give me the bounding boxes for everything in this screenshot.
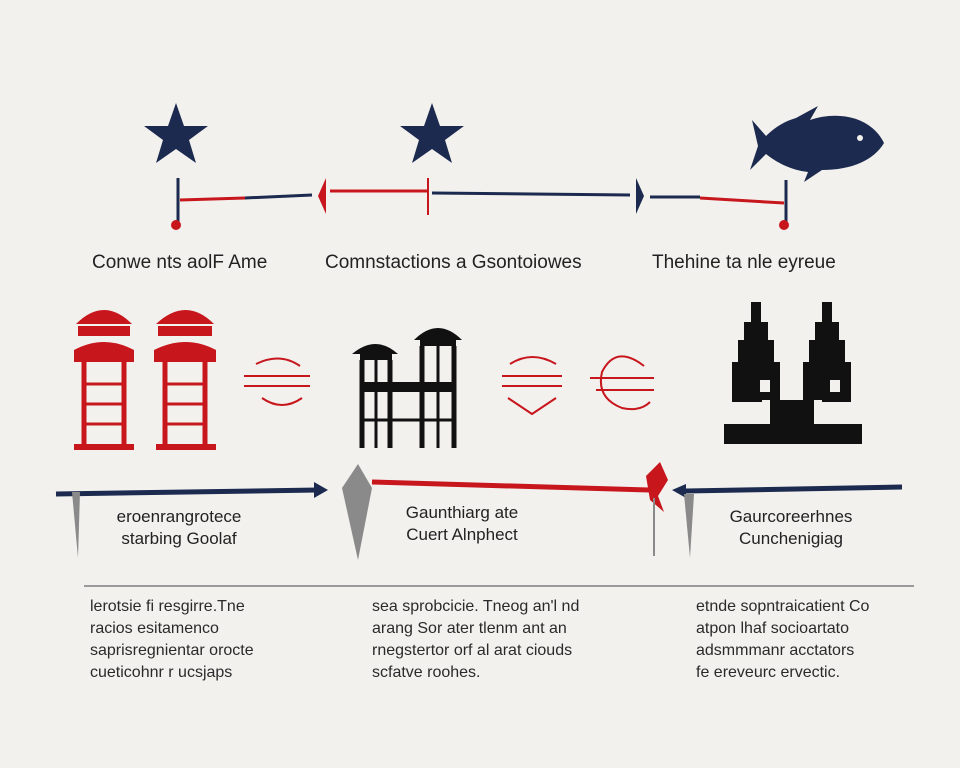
equals-swirl-icon — [244, 357, 310, 406]
star-icon — [400, 103, 464, 163]
text-column-right: etnde sopntraicatient Co atpon lhaf soci… — [696, 596, 869, 684]
heading-right: Thehine ta nle eyreue — [652, 252, 836, 273]
pagoda-tower-icon — [74, 310, 134, 450]
pagoda-tower-icon — [154, 310, 216, 450]
text-line: atpon lhaf socioartato — [696, 620, 849, 637]
text-line: fe ereveurc ervectic. — [696, 664, 841, 681]
text-line: adsmmmanr acctators — [696, 642, 855, 659]
euro-swirl-icon — [590, 355, 654, 411]
heading-center: Comnstactions a Gsontoiowes — [325, 252, 582, 273]
text-column-center: sea sprobcicie. Tneog an'l nd arang Sor … — [372, 596, 579, 684]
caption-center: Gaunthiarg ate Cuert Alnphect — [382, 502, 542, 546]
fish-icon — [750, 106, 884, 182]
caption-line: Gaunthiarg ate — [405, 503, 519, 522]
text-line: cueticohnr r ucsjaps — [90, 664, 233, 681]
equals-swirl-icon — [502, 356, 562, 416]
caption-left: eroenrangrotece starbing Goolaf — [96, 506, 262, 550]
text-line: arang Sor ater tlenm ant an — [372, 620, 567, 637]
caption-line: eroenrangrotece — [116, 507, 242, 526]
text-line: racios esitamenco — [90, 620, 219, 637]
caption-line: starbing Goolaf — [121, 529, 237, 548]
gate-tower-icon — [352, 328, 462, 448]
text-line: etnde sopntraicatient Co — [696, 598, 870, 615]
top-timeline — [171, 178, 789, 230]
text-line: sea sprobcicie. Tneog an'l nd — [372, 598, 580, 615]
arrow-timeline — [55, 462, 903, 560]
caption-right: Gaurcoreerhnes Cunchenigiag — [716, 506, 866, 550]
text-line: rnegstertor orf al arat ciouds — [372, 642, 573, 659]
star-icon — [144, 103, 208, 163]
text-column-left: lerotsie fi resgirre.Tne racios esitamen… — [90, 596, 254, 684]
heading-left: Conwe nts aolF Ame — [92, 252, 268, 273]
caption-line: Cuert Alnphect — [406, 525, 518, 544]
caption-line: Gaurcoreerhnes — [729, 507, 853, 526]
twin-tower-icon — [724, 302, 862, 444]
text-line: lerotsie fi resgirre.Tne — [90, 598, 245, 615]
caption-line: Cunchenigiag — [739, 529, 843, 548]
text-line: saprisregnientar orocte — [90, 642, 254, 659]
text-line: scfatve roohes. — [372, 664, 481, 681]
